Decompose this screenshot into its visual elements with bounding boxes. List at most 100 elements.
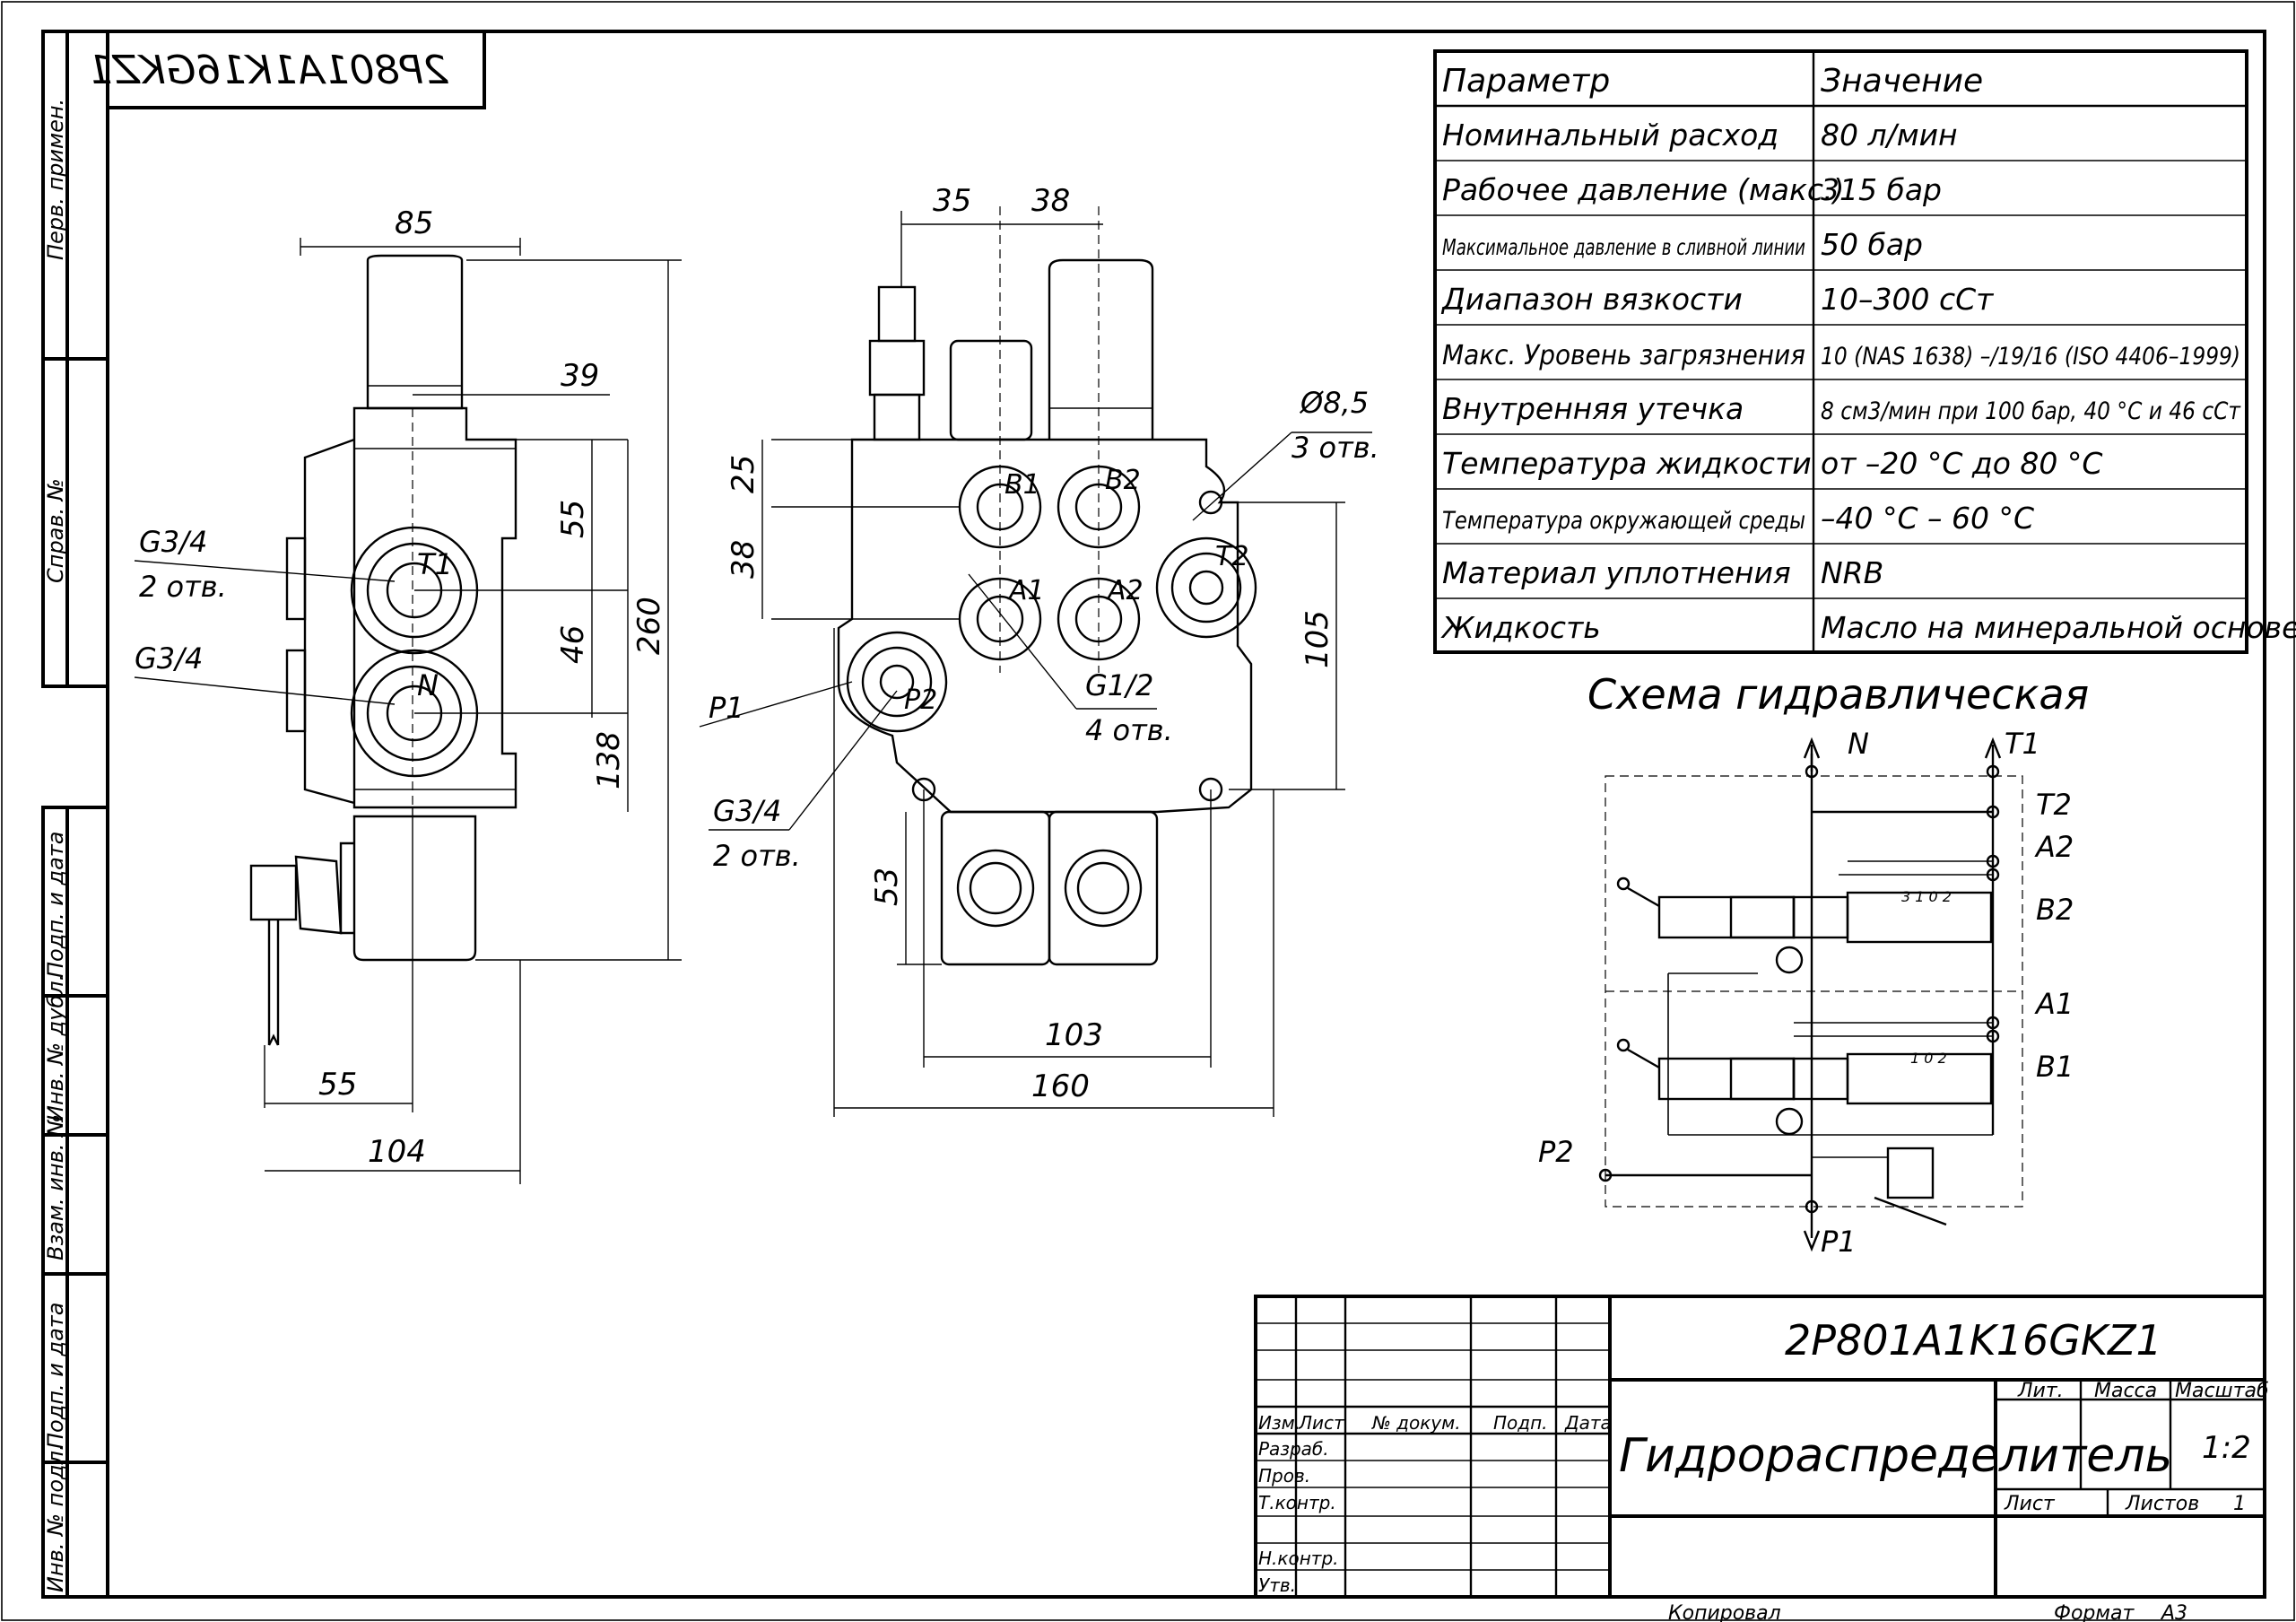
label-port-p2-front: P2	[904, 685, 937, 716]
param-value: от –20 °С до 80 °С	[1821, 446, 2102, 481]
label-g34-a: G3/4	[139, 525, 207, 559]
tb-lit: Лит.	[2017, 1380, 2064, 1402]
label-port-b1: B1	[1004, 469, 1040, 501]
tb-col-dokum: № докум.	[1371, 1412, 1461, 1434]
tb-col-podp: Подп.	[1493, 1412, 1548, 1434]
param-name: Температура окружающей среды	[1442, 507, 1805, 535]
margin-label-perv: Перв. примен.	[43, 99, 68, 260]
scheme-port-t1: T1	[2005, 727, 2040, 761]
margin-label-inv-podl: Инв. № подл.	[43, 1443, 68, 1592]
param-value: 315 бар	[1821, 172, 1942, 207]
scheme-port-b2: B2	[2036, 893, 2074, 927]
tb-copied: Копировал	[1668, 1602, 1781, 1622]
scheme-port-p2: P2	[1538, 1135, 1574, 1169]
tb-scale: 1:2	[2202, 1430, 2251, 1466]
margin-label-podp1: Подп. и дата	[43, 832, 68, 979]
margin-label-vzam: Взам. инв. №	[43, 1114, 68, 1260]
title-block: Изм. Лист № докум. Подп. Дата Разраб. Пр…	[1254, 1295, 2269, 1622]
param-name: Рабочее давление (макс.)	[1442, 172, 1844, 207]
tb-role-prov: Пров.	[1258, 1465, 1310, 1487]
param-name: Температура жидкости	[1442, 446, 1812, 481]
label-g34-b: G3/4	[135, 641, 203, 676]
param-name: Номинальный расход	[1442, 118, 1779, 153]
label-port-a2: A2	[1106, 575, 1144, 606]
tb-format-value: А3	[2160, 1602, 2187, 1622]
dim-39: 39	[561, 358, 599, 394]
margin-label-podp2: Подп. и дата	[43, 1303, 68, 1450]
label-g12: G1/2	[1085, 668, 1153, 702]
tb-format: Формат	[2054, 1602, 2135, 1622]
dim-46: 46	[555, 625, 591, 664]
param-value: –40 °С – 60 °С	[1821, 501, 2034, 536]
tb-sheets-count: 1	[2233, 1493, 2246, 1515]
tb-col-izm: Изм.	[1258, 1412, 1300, 1434]
scheme-port-a2: A2	[2034, 830, 2074, 864]
scheme-port-t2: T2	[2036, 788, 2072, 822]
tb-sheet: Лист	[2004, 1493, 2056, 1515]
label-port-b2: B2	[1105, 465, 1141, 496]
param-value: NRB	[1821, 555, 1883, 590]
dim-25: 25	[726, 455, 761, 493]
front-view: B1 B2 A1 A2 T2 P2 35 38 25 38 Ø8,5 3 отв…	[699, 183, 1379, 1117]
scheme-positions-2: 1 0 2	[1910, 1050, 1947, 1067]
param-name: Макс. Уровень загрязнения	[1442, 340, 1805, 371]
tb-role-tkontr: Т.контр.	[1258, 1492, 1336, 1513]
margin-label-inv-dubl: Инв. № дубл.	[43, 974, 68, 1121]
side-view: 85 39 55 46 138 260 G3/4 2 отв. G3/4 T1 …	[134, 205, 682, 1184]
tb-name: Гидрораспределитель	[1619, 1429, 2172, 1483]
param-name: Жидкость	[1440, 610, 1601, 645]
dim-38-a: 38	[1031, 183, 1070, 219]
dim-38-b: 38	[726, 540, 761, 579]
label-phi-count: 3 отв.	[1292, 431, 1379, 465]
tb-code: 2P801A1K16GKZ1	[1785, 1316, 2162, 1365]
dim-105: 105	[1300, 610, 1335, 668]
tb-sheets: Листов	[2125, 1493, 2199, 1515]
param-header-value: Значение	[1821, 63, 1983, 100]
param-name: Материал уплотнения	[1442, 555, 1791, 590]
left-margin-strip: Перв. примен. Справ. № Подп. и дата Инв.…	[41, 30, 109, 1599]
scheme-port-n: N	[1848, 727, 1869, 761]
tb-col-data: Дата	[1564, 1412, 1612, 1434]
param-name: Внутренняя утечка	[1442, 391, 1744, 426]
dim-85: 85	[395, 205, 433, 241]
param-table: Параметр Значение Номинальный расход 80 …	[1433, 49, 2296, 654]
label-g34-a-count: 2 отв.	[139, 570, 227, 604]
margin-label-sprav: Справ. №	[43, 478, 68, 583]
scheme-port-b1: B1	[2036, 1050, 2074, 1084]
scheme-title: Схема гидравлическая	[1587, 670, 2089, 719]
dim-160: 160	[1031, 1068, 1090, 1104]
label-p1-front: P1	[709, 691, 744, 725]
dim-103: 103	[1045, 1017, 1103, 1053]
param-name: Максимальное давление в сливной линии	[1442, 234, 1805, 260]
top-stamp: 2P801A1K16GKZ1	[87, 30, 486, 109]
tb-scale-label: Масштаб	[2175, 1380, 2269, 1402]
scheme-port-a1: A1	[2034, 987, 2074, 1021]
dim-138: 138	[591, 731, 627, 789]
tb-mass: Масса	[2094, 1380, 2157, 1402]
param-name: Диапазон вязкости	[1440, 282, 1743, 317]
tb-role-nkontr: Н.контр.	[1258, 1548, 1339, 1569]
param-value: 80 л/мин	[1821, 118, 1958, 153]
param-header-param: Параметр	[1442, 63, 1610, 100]
label-port-t1-side: T1	[417, 547, 453, 581]
label-g34-front: G3/4	[713, 794, 781, 828]
dim-55: 55	[555, 500, 591, 538]
dim-53: 53	[869, 868, 905, 906]
label-g34-front-count: 2 отв.	[713, 839, 801, 873]
label-port-a1: A1	[1007, 575, 1045, 606]
param-value: 10 (NAS 1638) –/19/16 (ISO 4406–1999)	[1821, 343, 2240, 371]
hydraulic-scheme: Схема гидравлическая N T1 T2 A2 B2 A1 B1…	[1538, 670, 2089, 1259]
tb-col-list: Лист	[1298, 1412, 1345, 1434]
param-value: Масло на минеральной основе	[1821, 610, 2296, 645]
param-value: 10–300 сСт	[1821, 282, 1995, 317]
dim-35: 35	[933, 183, 971, 219]
dim-260: 260	[631, 597, 667, 655]
label-phi: Ø8,5	[1299, 386, 1369, 420]
top-stamp-code: 2P801A1K16GKZ1	[87, 48, 448, 93]
param-value: 50 бар	[1821, 227, 1923, 262]
label-port-t2: T2	[1215, 541, 1248, 572]
dim-55-b: 55	[318, 1067, 357, 1103]
scheme-positions-3: 3 1 0 2	[1901, 888, 1952, 905]
